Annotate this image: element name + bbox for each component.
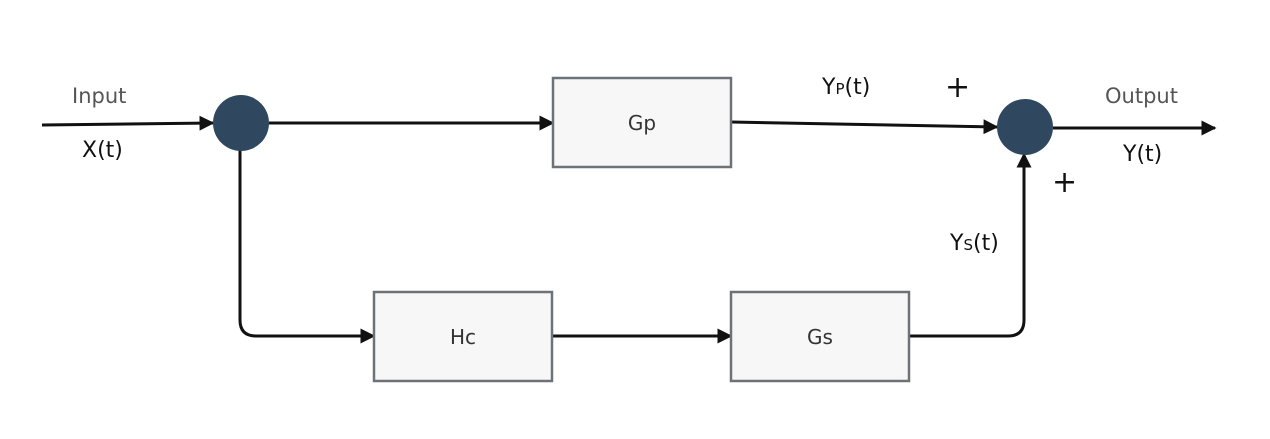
input-line <box>41 115 215 131</box>
output-caption: Output <box>1105 84 1178 108</box>
block-gp: Gp <box>551 76 733 169</box>
block-gp-label: Gp <box>628 111 656 135</box>
ys-subscript: S <box>963 236 973 254</box>
input-junction-node <box>213 95 269 151</box>
ys-main: Y <box>949 231 964 256</box>
block-hc: Hc <box>372 290 554 383</box>
ys-tail: (t) <box>973 231 999 256</box>
line-gs-to-sum <box>909 152 1032 338</box>
ys-signal-label: YS(t) <box>949 231 999 256</box>
yp-signal-label: YP(t) <box>821 75 870 100</box>
yp-main: Y <box>821 75 836 100</box>
summing-junction-node <box>997 99 1053 155</box>
output-signal-label: Y(t) <box>1122 142 1162 167</box>
block-gs-label: Gs <box>807 325 833 349</box>
block-gs: Gs <box>729 290 911 383</box>
line-branch-to-hc <box>238 150 376 344</box>
yp-tail: (t) <box>845 75 871 100</box>
yp-subscript: P <box>835 80 844 98</box>
plus-sign-bottom: + <box>1052 165 1077 200</box>
line-gp-to-sum <box>730 119 999 135</box>
block-hc-label: Hc <box>450 325 476 349</box>
input-caption: Input <box>72 84 126 108</box>
input-signal-label: X(t) <box>82 138 123 163</box>
plus-sign-top: + <box>945 70 970 105</box>
